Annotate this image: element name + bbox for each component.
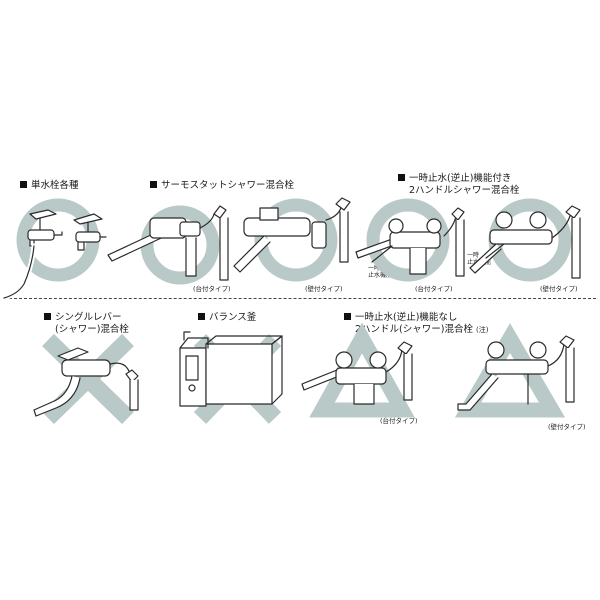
single-faucet-title: 単水栓各種 [20, 180, 79, 192]
single-faucet-illustration [1, 209, 107, 301]
deck-type-label: (台付タイプ) [380, 417, 418, 425]
balance-kettle-illustration [179, 331, 283, 407]
wall-type-label: (壁付タイプ) [305, 285, 343, 293]
no-check-valve-deck-illustration [301, 341, 413, 405]
bullet-square-icon [44, 313, 51, 320]
check-valve-deck-illustration [355, 207, 465, 277]
note-mark: (注) [475, 326, 489, 334]
no-check-valve-title: 一時止水(逆止)機能なし 2ハンドル(シャワー)混合栓(注) [344, 312, 488, 336]
check-valve-title: 一時止水(逆止)機能付き 2ハンドルシャワー混合栓 [398, 173, 520, 197]
no-check-valve-wall-illustration [457, 335, 575, 411]
single-lever-illustration [33, 347, 139, 417]
thermostat-deck-illustration [107, 205, 229, 281]
ok-circle-icon [366, 198, 450, 282]
bullet-square-icon [398, 174, 405, 181]
bullet-square-icon [20, 181, 27, 188]
thermostat-wall-illustration [233, 197, 351, 273]
thermostat-title: サーモスタットシャワー混合栓 [150, 180, 294, 192]
wall-type-label: (壁付タイプ) [540, 285, 578, 293]
bullet-square-icon [150, 181, 157, 188]
deck-type-label: (台付タイプ) [415, 285, 453, 293]
stop-water-note: 一時 止水機能 [368, 265, 393, 279]
bullet-square-icon [198, 313, 205, 320]
single-lever-title: シングルレバー (シャワー)混合栓 [44, 312, 129, 336]
balance-kettle-title: バランス釜 [198, 312, 256, 324]
section-divider [4, 298, 596, 299]
bullet-square-icon [344, 313, 351, 320]
wall-type-label: (壁付タイプ) [548, 423, 586, 431]
deck-type-label: (台付タイプ) [193, 285, 231, 293]
check-valve-wall-illustration [469, 205, 581, 279]
